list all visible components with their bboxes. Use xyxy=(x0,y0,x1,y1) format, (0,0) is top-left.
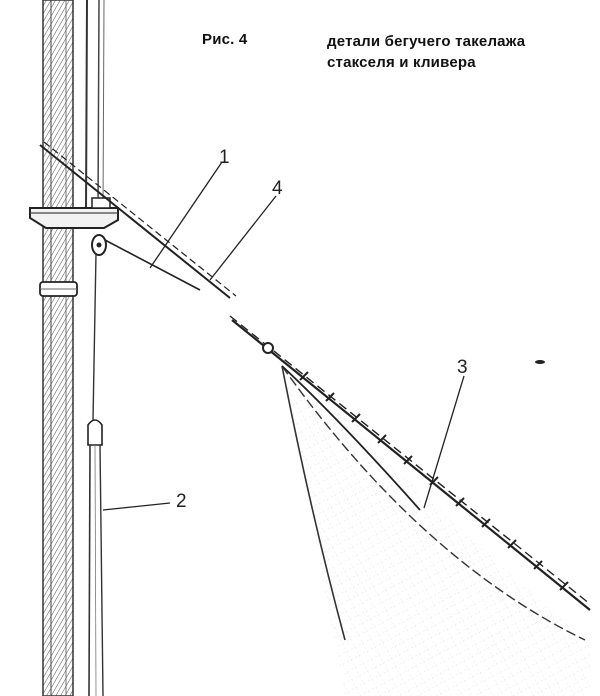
callout-label-2: 2 xyxy=(176,491,187,512)
sail-hanks xyxy=(299,371,569,591)
callout-3: 3 xyxy=(423,357,468,509)
figure-title-line-1: детали бегучего такелажа xyxy=(327,33,526,50)
figure-title-line-2: стакселя и кливера xyxy=(327,54,476,71)
forestay xyxy=(39,141,591,611)
masthead-top xyxy=(29,197,119,229)
callout-4: 4 xyxy=(209,178,283,281)
mast xyxy=(42,0,74,696)
sail-head-ring xyxy=(262,342,274,354)
figure-title: детали бегучего такелажа стакселя и клив… xyxy=(327,31,525,73)
callout-label-1: 1 xyxy=(219,147,230,168)
figure-number: Рис. 4 xyxy=(202,31,248,48)
topmast xyxy=(85,0,105,211)
jib-sail xyxy=(281,365,590,696)
callout-2: 2 xyxy=(102,491,187,512)
callout-label-4: 4 xyxy=(272,178,283,199)
mast-band xyxy=(39,281,78,297)
downhaul-block xyxy=(87,419,104,696)
halyard-block xyxy=(91,234,107,256)
ink-dot xyxy=(535,360,545,364)
callout-1: 1 xyxy=(149,147,230,269)
callout-label-3: 3 xyxy=(457,357,468,378)
halyard-line xyxy=(92,252,97,421)
